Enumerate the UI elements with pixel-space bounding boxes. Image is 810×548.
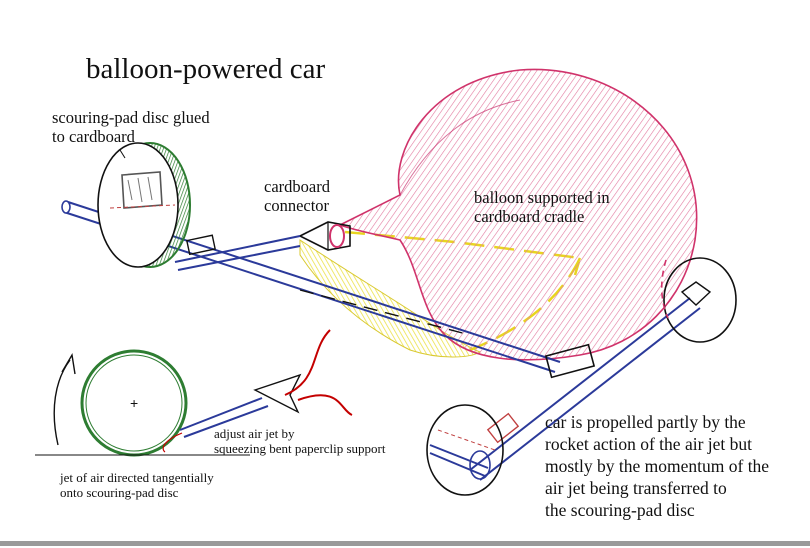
label-balloon: balloon supported in cardboard cradle <box>474 188 610 227</box>
label-jet-of-air: jet of air directed tangentially onto sc… <box>60 470 214 501</box>
label-scouring-pad: scouring-pad disc glued to cardboard <box>52 108 210 147</box>
label-adjust-jet: adjust air jet by squeezing bent papercl… <box>214 426 386 457</box>
bottom-border <box>0 541 810 546</box>
diagram-title: balloon-powered car <box>86 53 326 85</box>
bottom-wheel <box>426 404 504 496</box>
rear-axle <box>469 297 701 481</box>
cardboard-connector <box>298 221 351 251</box>
scouring-pad-pointer <box>119 149 126 159</box>
label-connector: cardboard connector <box>264 177 330 216</box>
scouring-pad-wheel <box>97 142 191 268</box>
svg-text:+: + <box>130 395 138 411</box>
front-tube <box>174 234 301 271</box>
balloon <box>337 68 698 361</box>
label-propulsion-note: car is propelled partly by the rocket ac… <box>545 412 770 520</box>
air-jet-inset: + <box>35 329 353 457</box>
right-wheel <box>660 257 737 343</box>
